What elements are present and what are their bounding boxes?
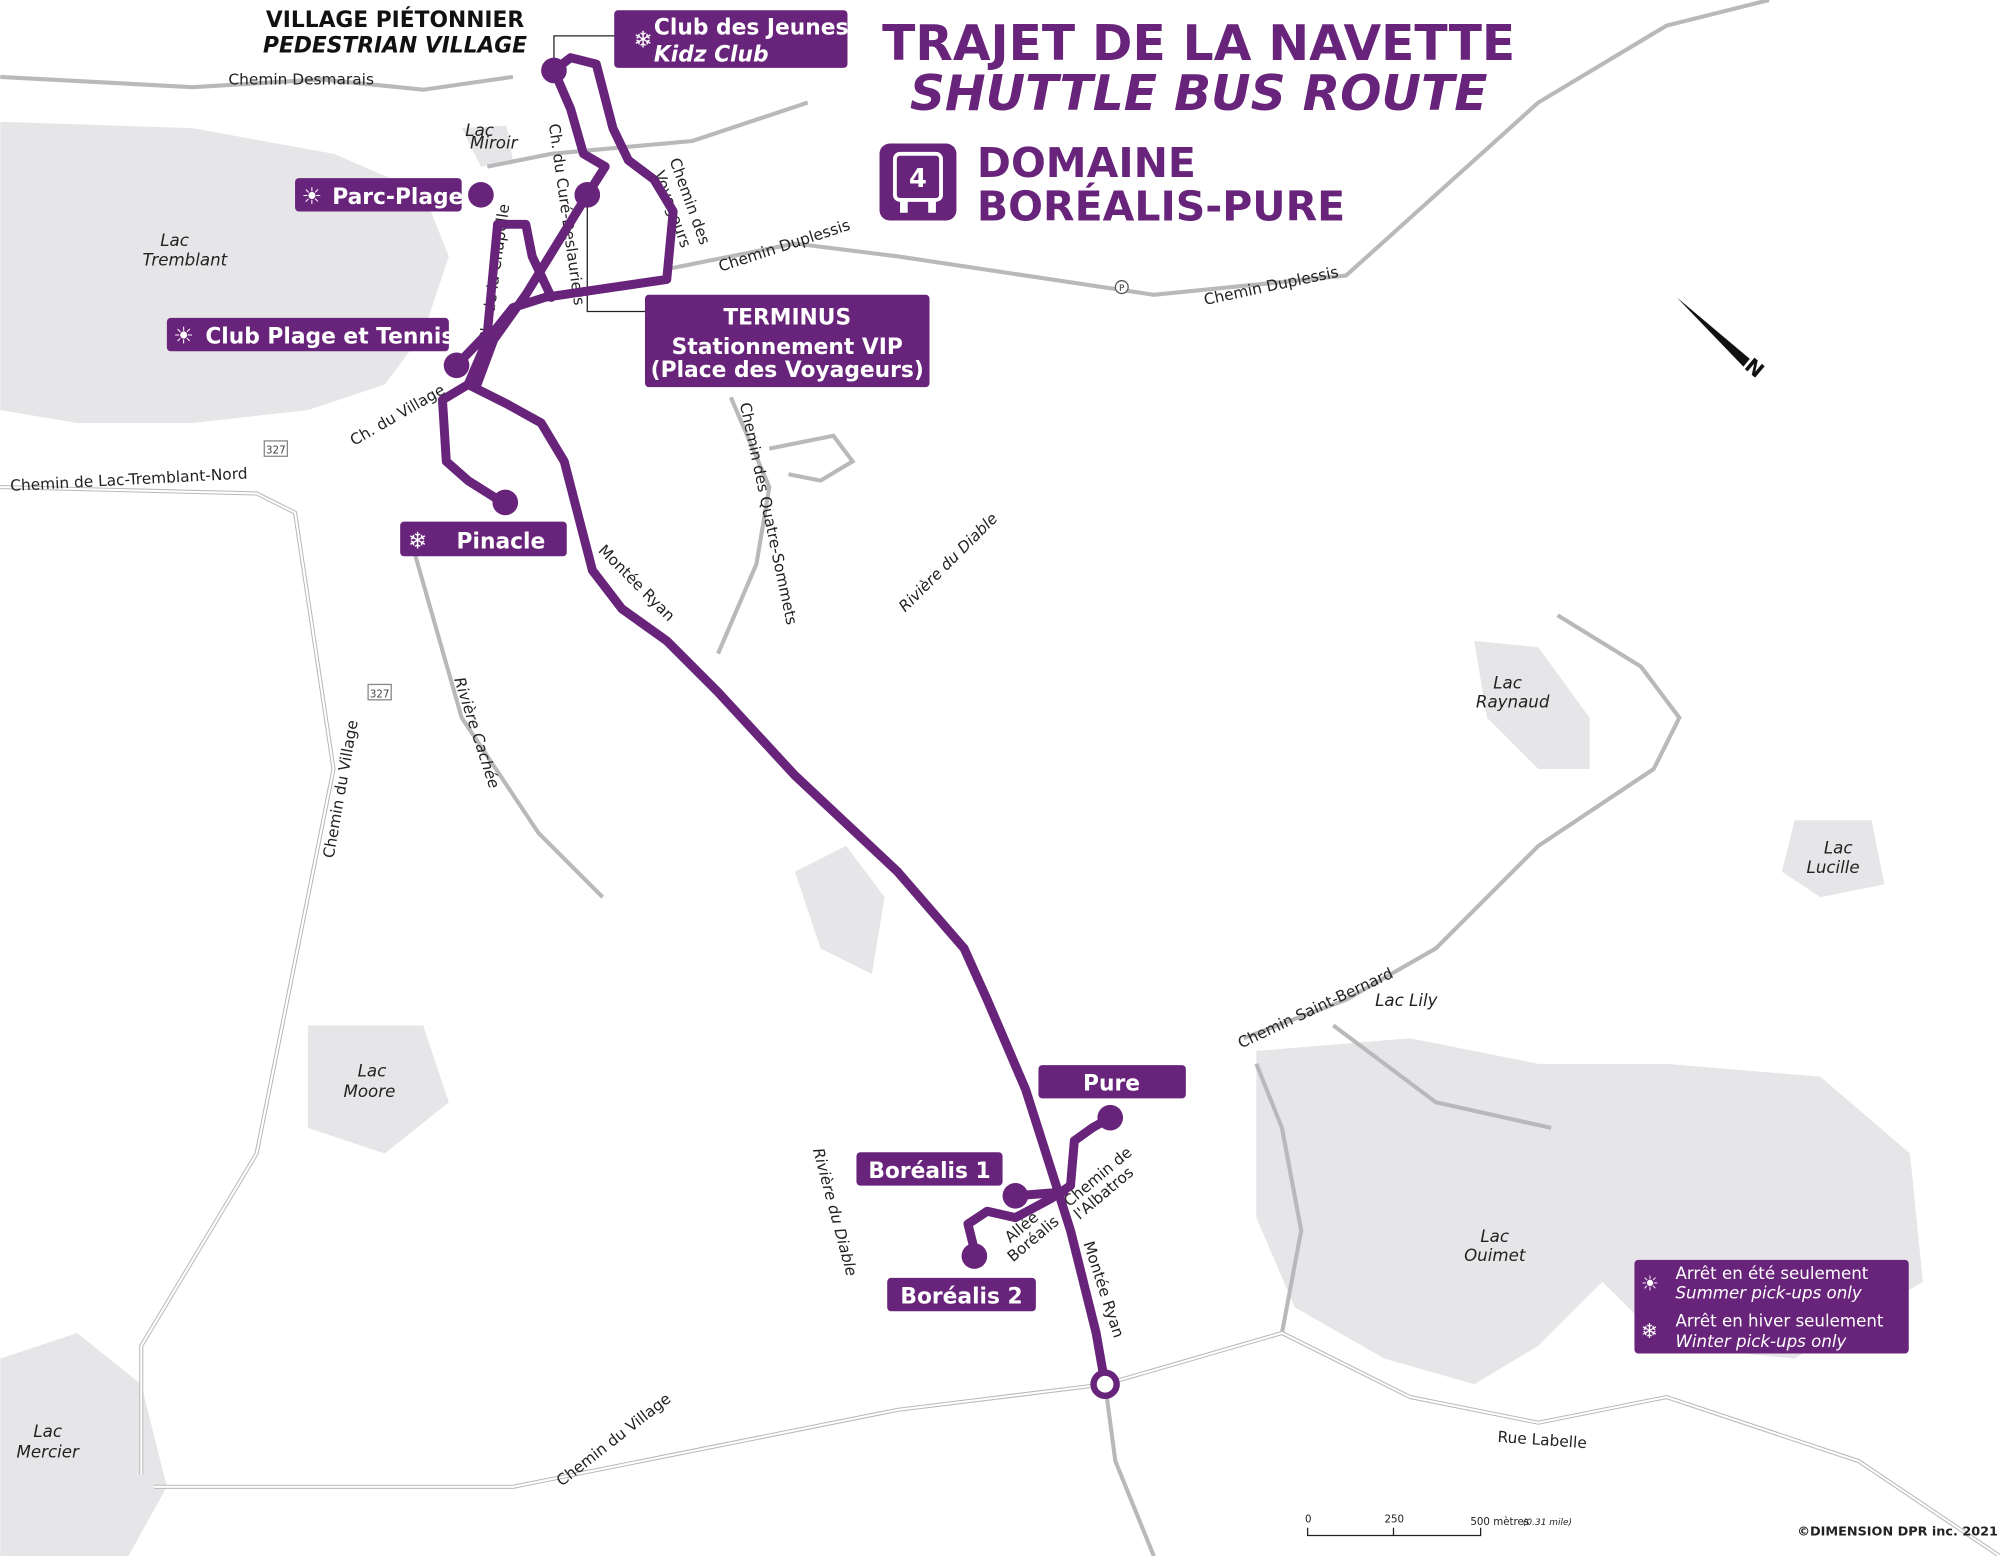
north-arrow-icon: N (1676, 297, 1769, 383)
lake-label: Lac (1493, 673, 1522, 692)
svg-text:250: 250 (1385, 1514, 1405, 1526)
route-name-2: BORÉALIS-PURE (977, 182, 1345, 230)
highway-shield: 327 (367, 683, 392, 701)
stops (443, 57, 1124, 1399)
lake-label: Ouimet (1464, 1246, 1527, 1265)
route-number: 4 (909, 164, 927, 194)
stop-tag-terminus[interactable]: TERMINUS Stationnement VIP (Place des Vo… (644, 294, 930, 388)
sun-icon: ☀ (1641, 1272, 1659, 1296)
lake-labels: Lac Miroir Lac Tremblant Lac Raynaud Lac… (17, 121, 1860, 1461)
stop-label: Pure (1083, 1072, 1140, 1097)
lake-label: Lac (33, 1422, 62, 1441)
stop-tag-borealis1[interactable]: Boréalis 1 (856, 1152, 1003, 1186)
road-label: Chemin Duplessis (1202, 263, 1340, 309)
road-label: Rivière du Diable (809, 1146, 861, 1278)
title-fr: TRAJET DE LA NAVETTE (882, 16, 1515, 72)
route-end-marker (1090, 1369, 1120, 1399)
shuttle-route (437, 53, 1115, 1389)
stop-marker-borealis1[interactable] (1002, 1183, 1029, 1209)
snowflake-icon: ❄ (633, 27, 652, 53)
stop-label: Parc-Plage (332, 185, 463, 210)
legend-label: Arrêt en été seulement (1675, 1264, 1868, 1283)
lake-label: Lac (358, 1062, 387, 1081)
lac-raynaud (1474, 640, 1590, 770)
bus-icon: 4 (879, 143, 957, 221)
svg-text:327: 327 (266, 445, 286, 457)
lake-label: Lac Lily (1375, 991, 1438, 1010)
legend-label: Arrêt en hiver seulement (1675, 1312, 1883, 1331)
lake-label: Lac (465, 121, 494, 140)
lake-label: Lucille (1807, 858, 1860, 877)
stop-tag-borealis2[interactable]: Boréalis 2 (887, 1277, 1036, 1312)
stop-label: Pinacle (457, 530, 546, 555)
title-en: SHUTTLE BUS ROUTE (910, 66, 1488, 122)
snowflake-icon: ❄ (1641, 1319, 1658, 1343)
stop-tag-pinacle[interactable]: ❄ Pinacle (400, 521, 567, 557)
road-label: Chemin Desmarais (228, 71, 374, 89)
stop-marker-borealis2[interactable] (961, 1243, 988, 1269)
lake-label: Moore (343, 1082, 395, 1101)
svg-text:P: P (1119, 284, 1125, 294)
stop-label: (Place des Voyageurs) (651, 358, 924, 383)
sun-icon: ☀ (301, 184, 322, 210)
lake-label: Miroir (470, 134, 519, 153)
svg-text:0: 0 (1305, 1514, 1312, 1526)
road-label: Rivière du Diable (895, 510, 1001, 616)
stop-label: Club des Jeunes (654, 16, 849, 41)
stop-tag-kidz-club[interactable]: ❄ Club des Jeunes Kidz Club (614, 10, 848, 68)
lake-label: Raynaud (1476, 693, 1550, 712)
lake-label: Lac (1480, 1227, 1509, 1246)
stop-marker-parc-plage[interactable] (468, 182, 494, 208)
riviere-diable-strip (794, 845, 885, 975)
lac-miroir (461, 125, 513, 167)
lake-label: Tremblant (142, 250, 228, 269)
copyright: ©DIMENSION DPR inc. 2021 (1797, 1524, 1998, 1539)
snowflake-icon: ❄ (408, 529, 427, 555)
legend: ☀ Arrêt en été seulement Summer pick-ups… (1634, 1259, 1909, 1354)
road-label: Chemin du Village (553, 1390, 674, 1490)
road-label: Rivière Cachée (450, 675, 503, 791)
stop-marker-pinacle[interactable] (492, 489, 519, 516)
road-label: Chemin Duplessis (716, 216, 852, 276)
stop-tag-parc-plage[interactable]: ☀ Parc-Plage (295, 178, 463, 212)
stop-label: TERMINUS (723, 305, 851, 330)
lac-tremblant (0, 121, 449, 423)
sun-icon: ☀ (173, 323, 194, 349)
stop-label: Kidz Club (654, 43, 769, 68)
legend-label: Summer pick-ups only (1675, 1283, 1862, 1302)
svg-text:327: 327 (370, 688, 390, 700)
lake-label: Lac (160, 231, 189, 250)
lac-lucille (1781, 820, 1885, 898)
stop-label: Club Plage et Tennis (205, 324, 454, 349)
svg-text:500 mètres: 500 mètres (1470, 1516, 1529, 1528)
stop-marker-terminus[interactable] (574, 182, 601, 208)
village-label-en: PEDESTRIAN VILLAGE (263, 34, 527, 59)
lake-label: Mercier (17, 1442, 80, 1461)
scale-bar: 0 250 500 mètres (0.31 mile) (1305, 1514, 1572, 1537)
stop-tag-pure[interactable]: Pure (1038, 1065, 1186, 1099)
stop-tag-club-plage[interactable]: ☀ Club Plage et Tennis (166, 317, 454, 352)
stop-label: Stationnement VIP (672, 335, 903, 360)
route-name-1: DOMAINE (977, 139, 1196, 187)
lac-mercier (0, 1332, 167, 1556)
road-label: Rue Labelle (1497, 1428, 1587, 1452)
stop-label: Boréalis 1 (868, 1159, 990, 1184)
highway-shield: 327 (263, 440, 289, 457)
stop-marker-club-plage[interactable] (443, 352, 470, 379)
legend-label: Winter pick-ups only (1675, 1332, 1847, 1351)
svg-text:(0.31 mile): (0.31 mile) (1523, 1518, 1572, 1528)
road-label: Chemin Saint-Bernard (1235, 964, 1396, 1052)
stop-label: Boréalis 2 (900, 1285, 1022, 1310)
parking-icon: P (1114, 280, 1129, 295)
lac-moore (307, 1025, 449, 1154)
village-label-fr: VILLAGE PIÉTONNIER (266, 7, 525, 33)
lake-label: Lac (1824, 839, 1853, 858)
stop-marker-pure[interactable] (1097, 1104, 1124, 1131)
stop-marker-kidz-club[interactable] (541, 57, 567, 84)
road-label: Chemin du Village (320, 719, 362, 860)
